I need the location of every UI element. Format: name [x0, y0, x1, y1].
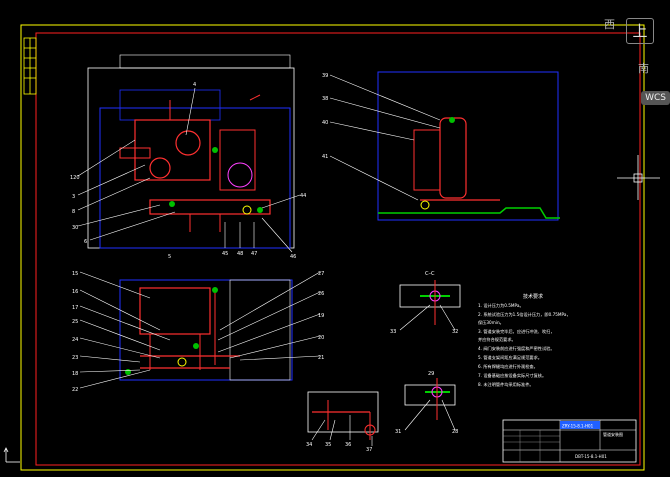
technical-notes: 技术要求 1. 设计压力为0.5MPa。 2. 系统试验压力为1.5倍设计压力，… — [478, 293, 571, 388]
svg-text:DBT-15-8.1-H01: DBT-15-8.1-H01 — [575, 454, 607, 459]
svg-text:33: 33 — [390, 329, 396, 335]
svg-text:6: 6 — [84, 239, 87, 245]
main-view — [77, 54, 301, 253]
svg-text:4. 阀门安装前应进行强度和严密性试验。: 4. 阀门安装前应进行强度和严密性试验。 — [478, 345, 555, 352]
viewcube[interactable]: 西 上 南 — [604, 14, 664, 100]
svg-text:35: 35 — [325, 442, 331, 448]
svg-text:16: 16 — [72, 289, 78, 295]
ucs-icon — [3, 447, 20, 463]
side-view-labels: 39 38 40 41 — [322, 73, 328, 160]
svg-text:27: 27 — [318, 271, 324, 277]
svg-text:6. 所有焊缝均应进行外观检查。: 6. 所有焊缝均应进行外观检查。 — [478, 363, 538, 370]
svg-text:ZRY-15-8.1-H01: ZRY-15-8.1-H01 — [562, 424, 594, 429]
svg-text:41: 41 — [322, 154, 328, 160]
svg-text:120: 120 — [70, 175, 80, 181]
inner-border — [35, 32, 641, 466]
plan-view-labels: 15 16 17 25 24 23 18 22 27 26 19 20 21 — [72, 271, 324, 393]
plan-view — [79, 271, 321, 389]
svg-text:技术要求: 技术要求 — [523, 293, 543, 300]
viewcube-south[interactable]: 南 — [638, 62, 649, 75]
svg-text:34: 34 — [306, 442, 312, 448]
svg-text:26: 26 — [318, 291, 324, 297]
svg-text:3. 管道安装完毕后，应进行冲洗、吹扫，: 3. 管道安装完毕后，应进行冲洗、吹扫， — [478, 328, 555, 335]
section-view — [307, 391, 379, 446]
svg-text:21: 21 — [318, 355, 324, 361]
svg-text:25: 25 — [72, 319, 78, 325]
svg-text:5. 管道支架间距应满足规范要求。: 5. 管道支架间距应满足规范要求。 — [478, 354, 542, 361]
svg-text:47: 47 — [251, 251, 257, 257]
svg-text:32: 32 — [452, 329, 458, 335]
svg-text:8. 未注明管件均采用标准件。: 8. 未注明管件均采用标准件。 — [478, 381, 534, 388]
svg-text:15: 15 — [72, 271, 78, 277]
svg-text:28: 28 — [452, 429, 458, 435]
svg-text:38: 38 — [322, 96, 328, 102]
svg-text:39: 39 — [322, 73, 328, 79]
svg-text:44: 44 — [300, 193, 306, 199]
detail-labels: C–C 33 32 31 28 29 — [390, 271, 458, 435]
svg-text:3: 3 — [72, 194, 75, 200]
main-view-labels: 120 3 8 30 6 4 44 45 48 47 46 5 — [70, 82, 306, 260]
svg-text:管道安装图: 管道安装图 — [603, 431, 623, 437]
svg-text:45: 45 — [222, 251, 228, 257]
svg-text:30: 30 — [72, 225, 78, 231]
detail-view-a — [399, 280, 461, 331]
svg-text:24: 24 — [72, 337, 78, 343]
wcs-menu-button[interactable]: WCS — [641, 91, 670, 105]
svg-text:保压30min。: 保压30min。 — [478, 319, 504, 326]
title-block-text: ZRY-15-8.1-H01 管道安装图 DBT-15-8.1-H01 — [562, 424, 623, 460]
svg-text:36: 36 — [345, 442, 351, 448]
svg-text:4: 4 — [193, 82, 196, 88]
svg-text:2. 系统试验压力为1.5倍设计压力，即0.75MPa，: 2. 系统试验压力为1.5倍设计压力，即0.75MPa， — [478, 311, 571, 318]
svg-text:31: 31 — [395, 429, 401, 435]
svg-text:5: 5 — [168, 254, 171, 260]
section-labels: 34 35 36 37 — [306, 442, 372, 453]
viewcube-west[interactable]: 西 — [604, 18, 615, 31]
binding-table — [23, 37, 37, 95]
title-block — [502, 419, 637, 463]
outer-border — [20, 24, 645, 471]
svg-text:并应符合规范要求。: 并应符合规范要求。 — [478, 336, 516, 343]
svg-text:22: 22 — [72, 387, 78, 393]
svg-text:8: 8 — [72, 209, 75, 215]
svg-text:18: 18 — [72, 371, 78, 377]
side-view — [329, 71, 560, 221]
svg-text:C–C: C–C — [425, 271, 435, 277]
svg-text:19: 19 — [318, 313, 324, 319]
svg-text:17: 17 — [72, 305, 78, 311]
svg-text:29: 29 — [428, 371, 434, 377]
svg-text:23: 23 — [72, 355, 78, 361]
svg-text:20: 20 — [318, 335, 324, 341]
crosshair-cursor[interactable] — [617, 155, 660, 200]
svg-text:1. 设计压力为0.5MPa。: 1. 设计压力为0.5MPa。 — [478, 302, 524, 309]
svg-text:37: 37 — [366, 447, 372, 453]
viewcube-top-face[interactable]: 上 — [626, 18, 654, 44]
svg-text:46: 46 — [290, 254, 296, 260]
svg-text:7. 设备基础应按设备实际尺寸复核。: 7. 设备基础应按设备实际尺寸复核。 — [478, 372, 546, 379]
svg-text:48: 48 — [237, 251, 243, 257]
svg-text:40: 40 — [322, 120, 328, 126]
detail-view-b — [404, 378, 456, 431]
